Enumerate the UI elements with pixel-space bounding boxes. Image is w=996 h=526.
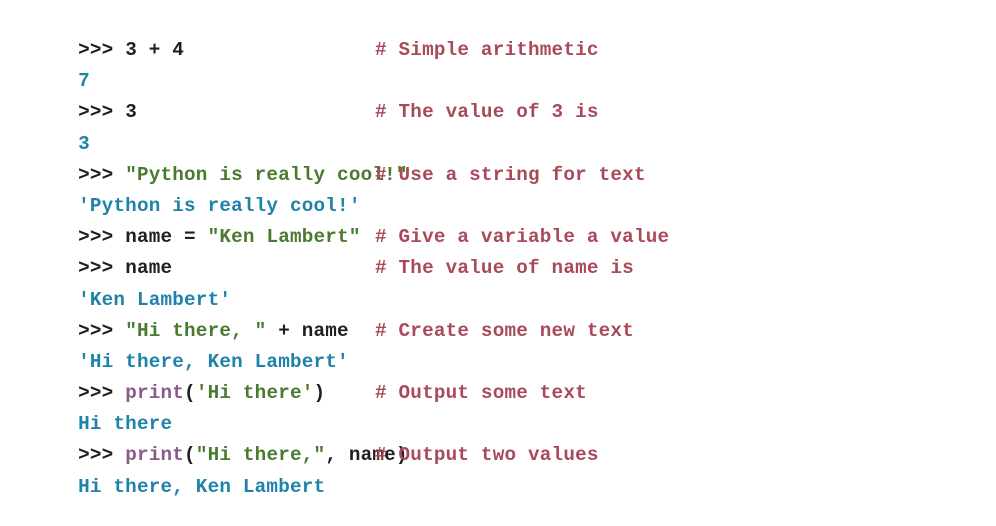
output-text: Hi there, Ken Lambert: [78, 475, 326, 498]
input-line: >>> name = "Ken Lambert" # Give a variabl…: [31, 198, 669, 248]
code-comment: # Simple arithmetic: [375, 39, 599, 61]
code-comment: # Use a string for text: [375, 163, 646, 186]
python-shell-session: >>> 3 + 4 # Simple arithmetic 7 >>> 3 # Th…: [31, 11, 669, 498]
output-line: 'Hi there, Ken Lambert': [31, 323, 408, 373]
output-line: 3: [31, 105, 408, 155]
code-text: + name: [266, 319, 349, 342]
code-text: (: [184, 382, 196, 405]
string-literal: "Python is really cool!": [125, 163, 408, 186]
code-comment: # The value of 3 is: [375, 101, 599, 124]
input-line: >>> 3 # The value of 3 is: [31, 73, 598, 123]
output-text: 3: [78, 132, 90, 155]
code-comment: # Give a variable a value: [375, 226, 670, 249]
string-literal: "Ken Lambert": [207, 226, 361, 249]
shell-prompt: >>>: [78, 163, 114, 186]
output-line: 'Python is really cool!': [31, 167, 408, 217]
code-text: name =: [125, 226, 208, 249]
output-text: Hi there: [78, 413, 173, 436]
code-text: ): [313, 382, 326, 405]
code-text: , name): [325, 444, 408, 467]
input-line: >>> "Hi there, " + name # Create some new…: [31, 292, 634, 342]
code-text: 3: [125, 101, 137, 124]
code-text: name: [125, 257, 173, 280]
input-line: >>> name # The value of name is: [31, 229, 634, 279]
shell-prompt: >>>: [78, 319, 114, 342]
shell-prompt: >>>: [78, 257, 114, 280]
string-literal: "Hi there, ": [125, 319, 267, 342]
builtin-function: print: [125, 444, 185, 467]
output-text: 'Ken Lambert': [78, 288, 232, 311]
output-text: 'Python is really cool!': [78, 194, 361, 217]
output-line: 7: [31, 42, 408, 92]
input-line: >>> "Python is really cool!"# Use a stri…: [31, 136, 645, 186]
builtin-function: print: [125, 382, 185, 405]
shell-prompt: >>>: [78, 39, 114, 61]
code-text: 3 + 4: [125, 39, 185, 61]
code-comment: # Output two values: [375, 444, 599, 467]
string-literal: 'Hi there': [195, 382, 314, 405]
output-text: 'Hi there, Ken Lambert': [78, 350, 349, 373]
code-comment: # Create some new text: [375, 319, 634, 342]
shell-prompt: >>>: [78, 101, 114, 124]
shell-prompt: >>>: [78, 444, 114, 467]
input-line: >>> 3 + 4 # Simple arithmetic: [31, 11, 598, 61]
string-literal: "Hi there,": [195, 444, 326, 467]
output-text: 7: [78, 70, 90, 93]
shell-prompt: >>>: [78, 382, 114, 405]
code-comment: # The value of name is: [375, 257, 634, 280]
input-line: >>> print('Hi there') # Output some text: [31, 354, 587, 404]
shell-prompt: >>>: [78, 226, 114, 249]
input-line: >>> print("Hi there,", name)# Output two…: [31, 416, 598, 466]
output-line: Hi there: [31, 385, 408, 435]
code-text: (: [184, 444, 196, 467]
code-comment: # Output some text: [375, 382, 587, 405]
output-line: 'Ken Lambert': [31, 261, 408, 311]
